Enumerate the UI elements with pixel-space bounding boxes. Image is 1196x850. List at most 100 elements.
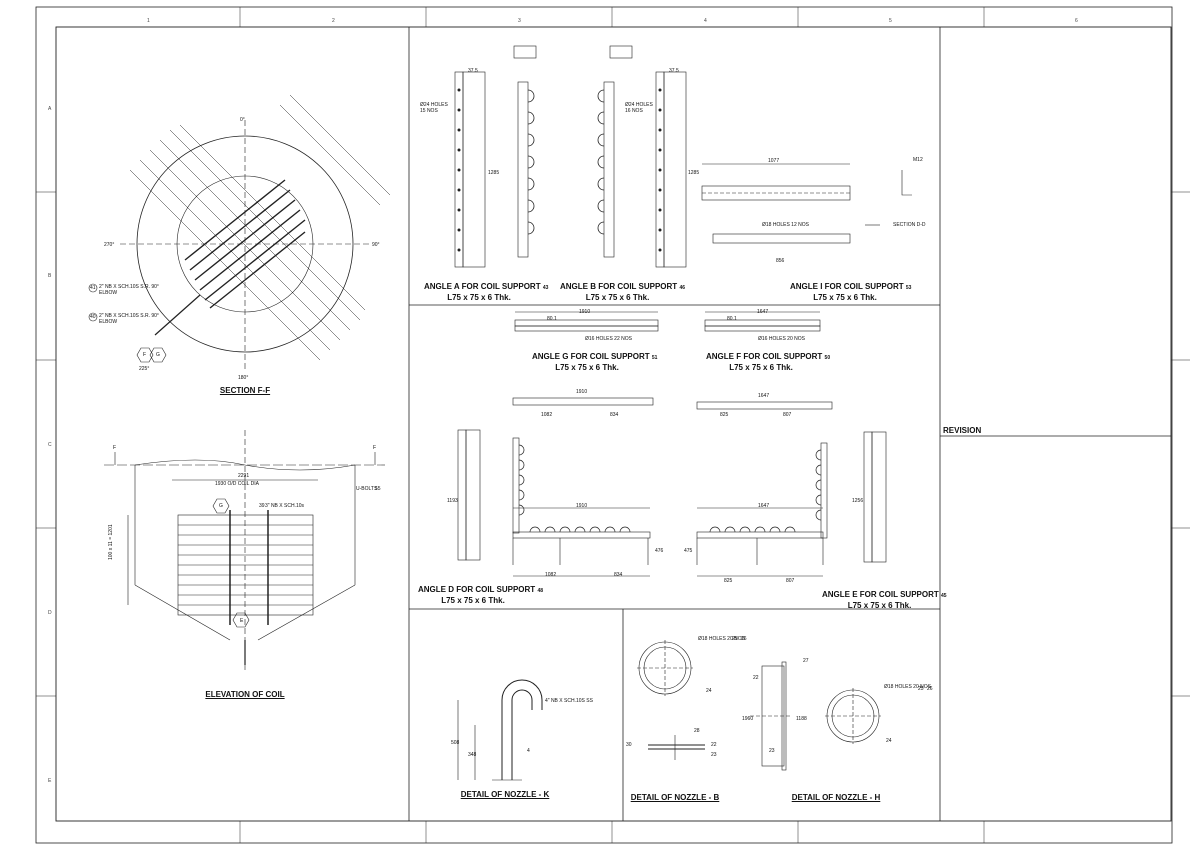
nozzle-h-note: Ø18 HOLES 20 NOS — [884, 684, 931, 690]
angle-g-dim-length: 1910 — [579, 309, 591, 315]
angle-e-dim-825-b: 825 — [724, 578, 733, 584]
angle-e-size: L75 x 75 x 6 Thk. — [847, 601, 912, 610]
nozzle-h-view — [750, 661, 881, 771]
angle-f-dim-length: 1647 — [757, 309, 769, 315]
angle-d-e-views — [457, 429, 887, 577]
angle-b-dim-length: 1285 — [688, 170, 700, 176]
nozzle-k-dim-508: 508 — [451, 740, 460, 746]
angle-b-size: L75 x 75 x 6 Thk. — [585, 293, 650, 302]
angle-f-dim-pitch: 80.1 — [727, 316, 737, 322]
angle-d-dim-top: 1910 — [576, 389, 588, 395]
angle-d-dim-leg: 476 — [655, 548, 664, 554]
angle-d-dim-height: 1193 — [447, 498, 458, 504]
angle-e-dim-height: 1256 — [852, 498, 864, 504]
angle-b-title-text: ANGLE B FOR COIL SUPPORT — [560, 282, 678, 291]
angle-a-callout: 43 — [542, 285, 549, 291]
angle-e-dim-leg: 475 — [684, 548, 693, 554]
nozzle-b-title: DETAIL OF NOZZLE - B — [630, 793, 720, 802]
grid-row-c: C — [48, 442, 52, 448]
grid-col-5: 5 — [889, 18, 892, 24]
angle-d-title-text: ANGLE D FOR COIL SUPPORT — [418, 585, 536, 594]
nozzle-h-callout-22: 22 — [753, 675, 759, 681]
nozzle-h-dim-1960: 1960 — [742, 716, 754, 722]
nozzle-b-callout-28: 28 — [694, 728, 700, 734]
angle-d-callout: 48 — [537, 588, 543, 594]
angle-f-title-text: ANGLE F FOR COIL SUPPORT — [706, 352, 823, 361]
angle-b-title: ANGLE B FOR COIL SUPPORT 46 L75 x 75 x 6… — [560, 282, 685, 303]
section-mark-right: F — [373, 445, 377, 451]
nozzle-h-callout-23: 23 — [769, 748, 775, 754]
angle-f-title: ANGLE F FOR COIL SUPPORT 50 L75 x 75 x 6… — [706, 352, 830, 373]
nozzle-k-title: DETAIL OF NOZZLE - K — [460, 790, 550, 799]
angle-e-title: ANGLE E FOR COIL SUPPORT 45 L75 x 75 x 6… — [822, 590, 947, 611]
nozzle-b-callout-25: 25 — [732, 636, 738, 642]
panel-dividers — [408, 27, 1171, 821]
nozzle-k-dim-348: 348 — [468, 752, 477, 758]
angle-0-label: 0° — [240, 117, 245, 123]
tag-g-elev: G — [219, 503, 223, 509]
angle-i-bolt: M12 — [913, 157, 923, 163]
elbow-note-1: 2" NB X SCH.10S S.R. 90° ELBOW — [99, 284, 159, 296]
revision-label: REVISION — [943, 426, 982, 435]
grid-ticks — [36, 7, 1190, 843]
angle-e-dim-top: 1647 — [758, 393, 770, 399]
angle-i-section: SECTION D-D — [893, 222, 926, 228]
grid-col-1: 1 — [147, 18, 150, 24]
angle-270-label: 270° — [104, 242, 115, 248]
angle-d-dim-mid: 1910 — [576, 503, 588, 509]
u-bolt-note: U-BOLTS — [356, 486, 378, 492]
inner-border — [55, 26, 1172, 822]
grid-row-a: A — [48, 106, 52, 112]
angle-g-hole-note: Ø16 HOLES 22 NOS — [585, 336, 632, 342]
nozzle-b-note: Ø18 HOLES 20 NOS — [698, 636, 745, 642]
angle-g-f-views — [512, 311, 833, 410]
angle-e-callout: 45 — [940, 593, 947, 599]
angle-180-label: 180° — [238, 375, 249, 381]
angle-90-label: 90° — [372, 242, 380, 248]
section-ff-view — [88, 94, 391, 372]
angle-i-dim-length: 1077 — [768, 158, 780, 164]
grid-col-2: 2 — [332, 18, 335, 24]
nozzle-b-callout-23: 23 — [711, 752, 717, 758]
pipe-note: 3" NB X SCH.10s — [265, 503, 305, 509]
angle-f-hole-note: Ø16 HOLES 20 NOS — [758, 336, 805, 342]
angle-i-title-text: ANGLE I FOR COIL SUPPORT — [790, 282, 904, 291]
angle-e-title-text: ANGLE E FOR COIL SUPPORT — [822, 590, 939, 599]
nozzle-h-dim-1188: 1188 — [796, 716, 807, 722]
angle-225-label: 225° — [139, 366, 150, 372]
angle-f-size: L75 x 75 x 6 Thk. — [729, 363, 793, 372]
angle-e-dim-825: 825 — [720, 412, 729, 418]
tag-g: G — [156, 352, 160, 358]
angle-a-dim-length: 1285 — [488, 170, 500, 176]
angle-e-dim-807-b: 807 — [786, 578, 795, 584]
dim-coil-dia: 1930 O/D COIL DIA — [215, 481, 259, 487]
nozzle-h-callout-24: 24 — [886, 738, 892, 744]
angle-e-dim-807: 807 — [783, 412, 792, 418]
angle-b-dim-width: 37.5 — [669, 68, 679, 74]
dim-height: 100 x 11 = 1201 — [108, 524, 114, 560]
tag-f: F — [143, 352, 147, 358]
grid-row-b: B — [48, 273, 52, 279]
angle-a-b-views — [454, 45, 687, 268]
angle-a-hole-note: Ø24 HOLES 15 NOS — [420, 102, 448, 114]
angle-d-dim-834-b: 834 — [614, 572, 623, 578]
angle-g-callout: 51 — [651, 355, 658, 361]
nozzle-h-callout-25: 25 — [918, 686, 924, 692]
grid-row-d: D — [48, 610, 52, 616]
nozzle-b-callout-26: 26 — [741, 636, 747, 642]
grid-col-3: 3 — [518, 18, 521, 24]
angle-d-size: L75 x 75 x 6 Thk. — [441, 596, 505, 605]
outer-border — [35, 6, 1173, 844]
angle-g-size: L75 x 75 x 6 Thk. — [555, 363, 619, 372]
elbow-note-2: 2" NB X SCH.10S S.R. 90° ELBOW — [99, 313, 159, 325]
grid-row-e: E — [48, 778, 52, 784]
angle-g-title-text: ANGLE G FOR COIL SUPPORT — [532, 352, 650, 361]
dim-2291: 2291 — [238, 473, 250, 479]
angle-a-size: L75 x 75 x 6 Thk. — [447, 293, 511, 302]
nozzle-h-title: DETAIL OF NOZZLE - H — [791, 793, 881, 802]
callout-39: 39 — [259, 503, 265, 509]
tag-e-elev: E — [240, 618, 244, 624]
angle-d-dim-1082: 1082 — [541, 412, 553, 418]
grid-col-6: 6 — [1075, 18, 1078, 24]
